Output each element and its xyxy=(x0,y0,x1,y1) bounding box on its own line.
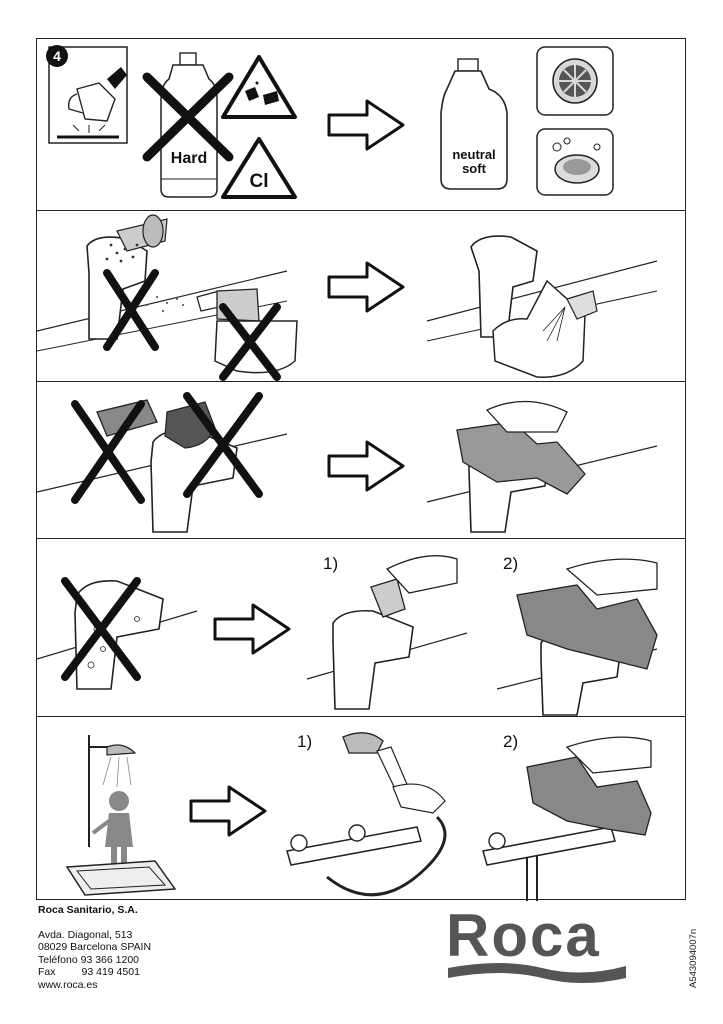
thermostat-dry xyxy=(482,736,652,901)
faucet-left xyxy=(37,399,288,533)
row4-illustration: 1) 2) xyxy=(37,554,658,716)
fax-number: 93 419 4501 xyxy=(81,966,140,978)
address-line2: 08029 Barcelona SPAIN xyxy=(38,941,152,953)
neutral-cleaner-bottle: neutral soft xyxy=(440,58,508,190)
step1-label: 1) xyxy=(297,732,312,751)
corrosive-warning-icon xyxy=(221,55,297,119)
fax-line: Fax 93 419 4501 xyxy=(38,966,151,979)
roca-logo-text: Roca xyxy=(446,902,601,969)
row1-illustration: 4 Hard xyxy=(46,45,614,199)
faucet-right xyxy=(426,235,658,378)
fax-label: Fax xyxy=(38,966,56,978)
arrow-right-icon xyxy=(327,261,405,313)
row2-illustration xyxy=(37,214,658,381)
step1-label: 1) xyxy=(323,554,338,573)
company-footer: Roca Sanitario, S.A. Avda. Diagonal, 513… xyxy=(38,904,151,991)
step2-label: 2) xyxy=(503,554,518,573)
step2-label: 2) xyxy=(503,732,518,751)
hard-cleaner-bottle: Hard xyxy=(142,52,234,198)
faucet-left xyxy=(37,579,198,690)
row-spray-cleaning xyxy=(37,211,685,382)
instruction-frame: 4 Hard xyxy=(36,38,686,901)
chlorine-label: Cl xyxy=(250,171,269,192)
hard-label: Hard xyxy=(171,150,207,167)
thermostat-rinse xyxy=(286,732,447,897)
document-code: A543094007n xyxy=(688,928,699,988)
faucet-rinse xyxy=(306,555,468,710)
faucet-dry xyxy=(496,558,658,716)
soap-icon xyxy=(536,128,614,196)
arrow-right-icon xyxy=(189,785,267,837)
shower-person xyxy=(65,735,177,896)
chlorine-warning-icon: Cl xyxy=(221,137,297,199)
row-shower-cleaning: 1) 2) xyxy=(37,717,685,901)
row-rinse-and-dry: 1) 2) xyxy=(37,539,685,717)
neutral-label-line1: neutral xyxy=(452,147,495,162)
company-name: Roca Sanitario, S.A. xyxy=(38,904,138,916)
lemon-icon xyxy=(536,46,614,116)
faucet-right-with-cloth xyxy=(426,400,658,533)
row-cleaning-products: 4 Hard xyxy=(37,39,685,211)
step-badge-panel: 4 xyxy=(46,45,128,144)
phone-number: Teléfono 93 366 1200 xyxy=(38,953,140,966)
row3-illustration xyxy=(37,392,658,533)
row-no-abrasive xyxy=(37,382,685,539)
roca-logo: Roca xyxy=(446,902,626,983)
neutral-label-line2: soft xyxy=(462,161,487,176)
arrow-right-icon xyxy=(213,603,291,655)
row5-illustration: 1) 2) xyxy=(65,732,652,901)
address-line1: Avda. Diagonal, 513 xyxy=(38,928,133,941)
arrow-right-icon xyxy=(327,440,405,492)
arrow-right-icon xyxy=(327,99,405,151)
step-badge: 4 xyxy=(53,48,61,64)
spray-bottle-left xyxy=(146,288,298,374)
website-link[interactable]: www.roca.es xyxy=(38,978,98,991)
